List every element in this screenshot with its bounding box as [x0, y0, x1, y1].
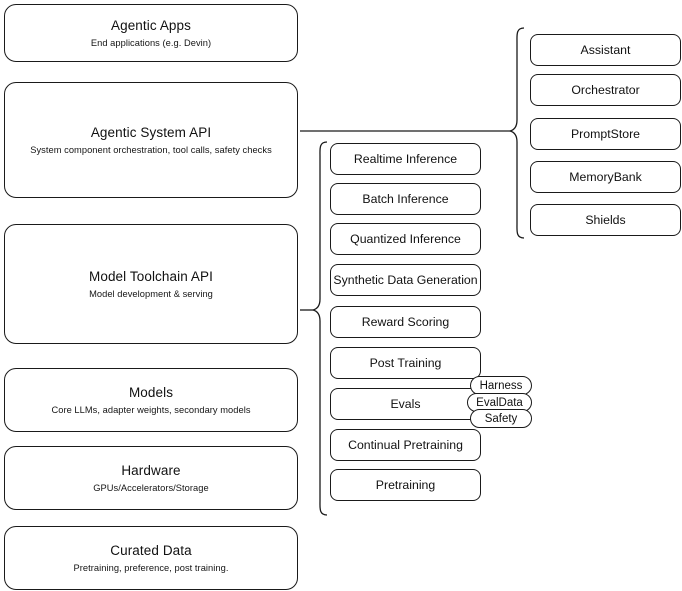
component-evals[interactable]: Evals — [330, 388, 481, 420]
layer-title: Agentic System API — [90, 124, 212, 140]
component-promptstore[interactable]: PromptStore — [530, 118, 681, 150]
component-quantized-inference[interactable]: Quantized Inference — [330, 223, 481, 255]
component-orchestrator[interactable]: Orchestrator — [530, 74, 681, 106]
component-assistant[interactable]: Assistant — [530, 34, 681, 66]
layer-title: Agentic Apps — [110, 17, 191, 33]
layer-title: Hardware — [121, 462, 181, 478]
layer-box-hardware[interactable]: Hardware GPUs/Accelerators/Storage — [4, 446, 298, 510]
layer-box-models[interactable]: Models Core LLMs, adapter weights, secon… — [4, 368, 298, 432]
component-shields[interactable]: Shields — [530, 204, 681, 236]
layer-title: Curated Data — [110, 542, 192, 558]
component-reward-scoring[interactable]: Reward Scoring — [330, 306, 481, 338]
component-batch-inference[interactable]: Batch Inference — [330, 183, 481, 215]
layer-box-model-toolchain-api[interactable]: Model Toolchain API Model development & … — [4, 224, 298, 344]
component-synthetic-data-generation[interactable]: Synthetic Data Generation — [330, 264, 481, 296]
brace-model-toolchain — [312, 141, 328, 516]
layer-title: Model Toolchain API — [89, 268, 213, 284]
layer-description: End applications (e.g. Devin) — [90, 37, 212, 48]
layer-box-agentic-system-api[interactable]: Agentic System API System component orch… — [4, 82, 298, 198]
component-continual-pretraining[interactable]: Continual Pretraining — [330, 429, 481, 461]
layer-box-curated-data[interactable]: Curated Data Pretraining, preference, po… — [4, 526, 298, 590]
layer-description: Model development & serving — [89, 288, 213, 299]
layer-description: System component orchestration, tool cal… — [30, 144, 272, 155]
component-realtime-inference[interactable]: Realtime Inference — [330, 143, 481, 175]
layer-description: Pretraining, preference, post training. — [73, 562, 229, 573]
layer-description: GPUs/Accelerators/Storage — [93, 482, 209, 493]
component-post-training[interactable]: Post Training — [330, 347, 481, 379]
layer-title: Models — [128, 384, 174, 400]
brace-agentic-system — [509, 27, 525, 239]
layer-box-agentic-apps[interactable]: Agentic Apps End applications (e.g. Devi… — [4, 4, 298, 62]
layer-description: Core LLMs, adapter weights, secondary mo… — [51, 404, 251, 415]
component-memorybank[interactable]: MemoryBank — [530, 161, 681, 193]
component-pretraining[interactable]: Pretraining — [330, 469, 481, 501]
tag-safety[interactable]: Safety — [470, 409, 532, 428]
